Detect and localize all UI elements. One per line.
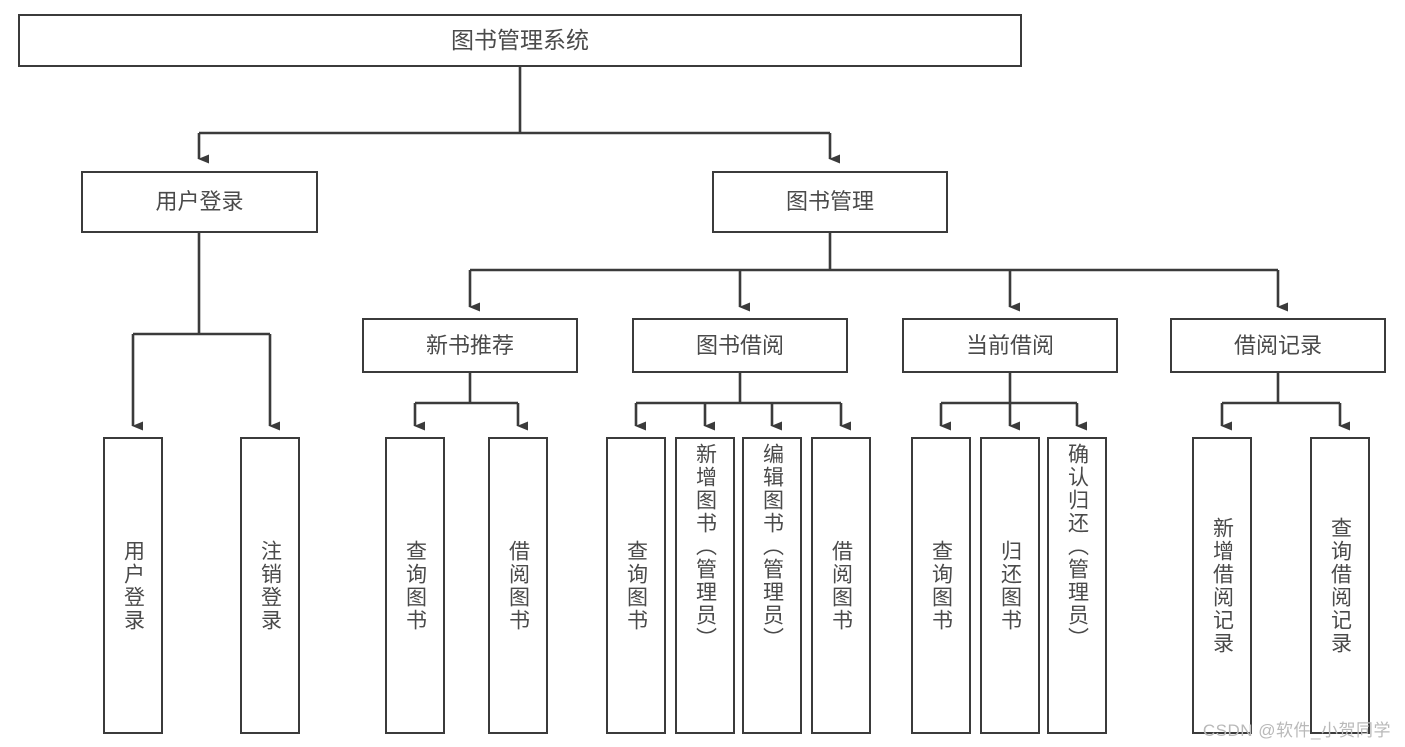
node-label: 查询借阅记录: [1328, 516, 1352, 655]
node-label: 编辑图书（管理员）: [760, 443, 784, 650]
node-leaf-user-login[interactable]: 用户登录: [103, 437, 163, 734]
node-leaf-borrow-book-recommend[interactable]: 借阅图书: [488, 437, 548, 734]
node-new-book-recommend[interactable]: 新书推荐: [362, 318, 578, 373]
node-label: 图书管理: [785, 189, 874, 215]
node-label: 当前借阅: [965, 332, 1054, 358]
node-label: 注销登录: [258, 539, 282, 632]
node-book-management-system[interactable]: 图书管理系统: [18, 14, 1022, 67]
node-leaf-return-book[interactable]: 归还图书: [980, 437, 1040, 734]
node-leaf-query-book-recommend[interactable]: 查询图书: [385, 437, 445, 734]
node-user-login[interactable]: 用户登录: [81, 171, 318, 233]
node-label: 查询图书: [929, 539, 953, 632]
node-leaf-add-borrow-record[interactable]: 新增借阅记录: [1192, 437, 1252, 734]
node-label: 新增借阅记录: [1210, 516, 1234, 655]
node-label: 图书借阅: [695, 332, 784, 358]
node-leaf-user-logout[interactable]: 注销登录: [240, 437, 300, 734]
node-current-borrow[interactable]: 当前借阅: [902, 318, 1118, 373]
node-leaf-query-book-borrow[interactable]: 查询图书: [606, 437, 666, 734]
node-leaf-confirm-return-admin[interactable]: 确认归还（管理员）: [1047, 437, 1107, 734]
node-label: 用户登录: [155, 189, 244, 215]
node-label: 图书管理系统: [451, 26, 589, 53]
node-leaf-edit-book-admin[interactable]: 编辑图书（管理员）: [742, 437, 802, 734]
node-leaf-query-borrow-record[interactable]: 查询借阅记录: [1310, 437, 1370, 734]
node-label: 借阅记录: [1233, 332, 1322, 358]
node-label: 用户登录: [121, 539, 145, 632]
node-leaf-add-book-admin[interactable]: 新增图书（管理员）: [675, 437, 735, 734]
watermark-text: CSDN @软件_小贺同学: [1202, 721, 1391, 740]
node-book-management[interactable]: 图书管理: [712, 171, 948, 233]
node-label: 查询图书: [624, 539, 648, 632]
node-label: 确认归还（管理员）: [1065, 443, 1089, 650]
node-label: 查询图书: [403, 539, 427, 632]
node-leaf-query-book-current[interactable]: 查询图书: [911, 437, 971, 734]
node-book-borrow[interactable]: 图书借阅: [632, 318, 848, 373]
node-leaf-borrow-book[interactable]: 借阅图书: [811, 437, 871, 734]
node-label: 借阅图书: [506, 539, 530, 632]
node-label: 借阅图书: [829, 539, 853, 632]
node-label: 新增图书（管理员）: [693, 443, 717, 650]
node-label: 归还图书: [998, 539, 1022, 632]
node-borrow-record[interactable]: 借阅记录: [1170, 318, 1386, 373]
node-label: 新书推荐: [425, 332, 514, 358]
